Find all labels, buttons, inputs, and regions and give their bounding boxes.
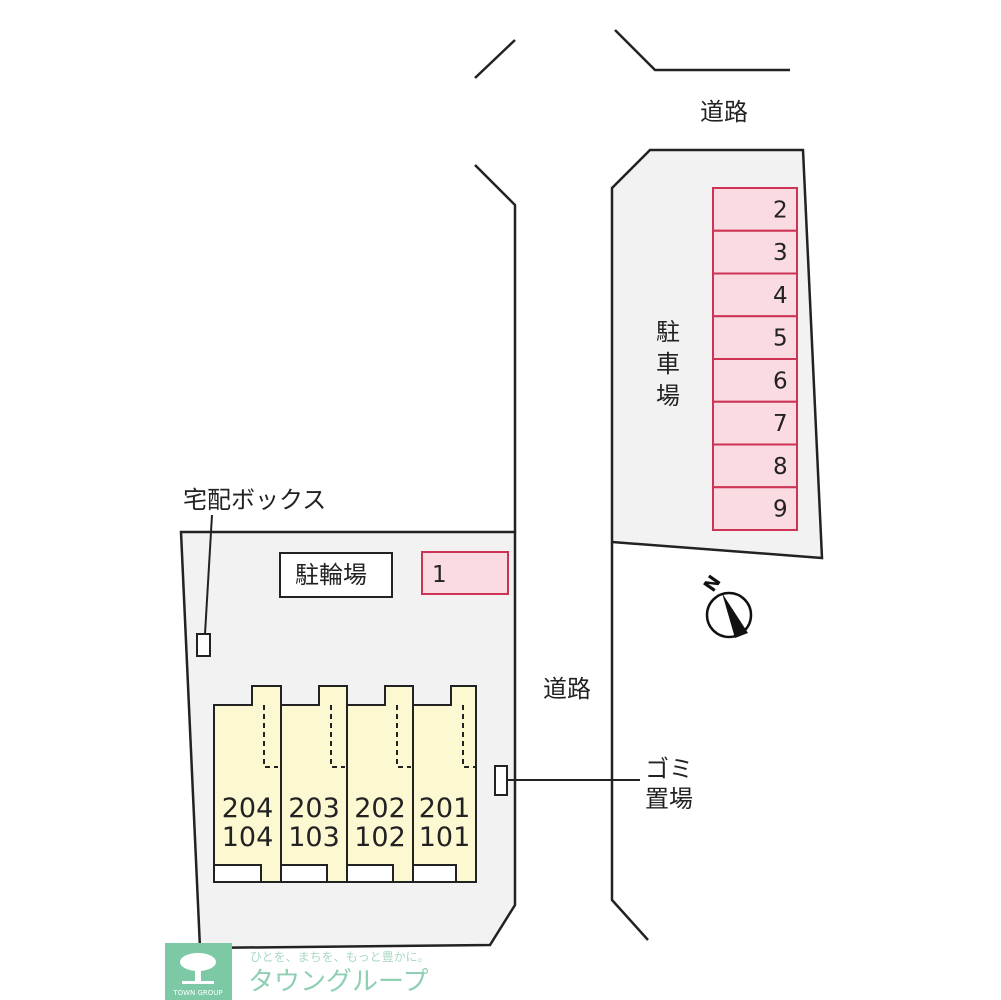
unit-entrance [412,864,457,883]
parking-label-2: 車 [656,350,680,378]
compass-arrow-icon [722,593,748,638]
parking-space [712,400,798,446]
road-label-top: 道路 [700,98,748,126]
logo-name: タウングループ [248,967,428,997]
logo-mark-text: TOWN GROUP [172,989,222,997]
unit-stair-dashed [263,705,278,768]
parking-space [712,272,798,318]
parking-space [712,315,798,360]
tree-icon [180,953,216,984]
parking-label-1: 駐 [656,318,680,346]
delivery-box-label: 宅配ボックス [183,486,326,514]
parking-space-label: 5 [773,326,788,352]
unit-stair-dashed [462,705,477,768]
compass-north-label: N [700,572,726,596]
parking-space [712,486,798,531]
parking-space-1 [421,551,509,595]
road-edge-right [610,542,649,941]
unit-number-lower: 101 [419,822,471,853]
parking-label-3: 場 [656,382,680,410]
logo-tagline: ひとを、まちを、もっと豊かに。 [250,950,430,964]
unit-entrance [280,864,328,883]
road-edge-top-left [474,39,516,79]
road-label-middle: 道路 [543,675,591,703]
delivery-box [196,633,211,657]
town-group-logo: TOWN GROUP ひとを、まちを、もっと豊かに。 タウングループ [165,943,430,1000]
parking-space-label: 3 [773,240,788,266]
unit-number-upper: 202 [354,793,406,824]
road-edge-left [474,164,517,532]
parking-space-label: 9 [773,497,788,523]
garbage-label-2: 置場 [645,785,693,813]
parking-space-label: 6 [773,368,788,394]
parking-space-label: 2 [773,197,788,223]
unit-stair-dashed [330,705,345,768]
bicycle-parking [279,552,393,598]
unit-stair-dashed [396,705,411,768]
road-edge-top-right [614,29,790,72]
delivery-box-leader [204,514,213,635]
compass: N [700,572,753,639]
unit-number-lower: 103 [288,822,340,853]
parking-space-label: 4 [773,283,788,309]
unit-number-lower: 104 [222,822,274,853]
garbage-area [494,765,508,796]
bicycle-parking-label: 駐輪場 [295,561,367,589]
unit-entrance [346,864,394,883]
parking-space-label: 8 [773,454,788,480]
parking-space [712,443,798,489]
parking-space [712,187,798,232]
parking-space-label: 7 [773,411,788,437]
unit-number-upper: 203 [288,793,340,824]
unit-number-upper: 204 [222,793,274,824]
garbage-label-1: ゴミ [645,755,693,783]
unit-number-lower: 102 [354,822,406,853]
unit-entrance [213,864,262,883]
unit-number-upper: 201 [419,793,471,824]
parking-space-1-label: 1 [432,562,447,588]
